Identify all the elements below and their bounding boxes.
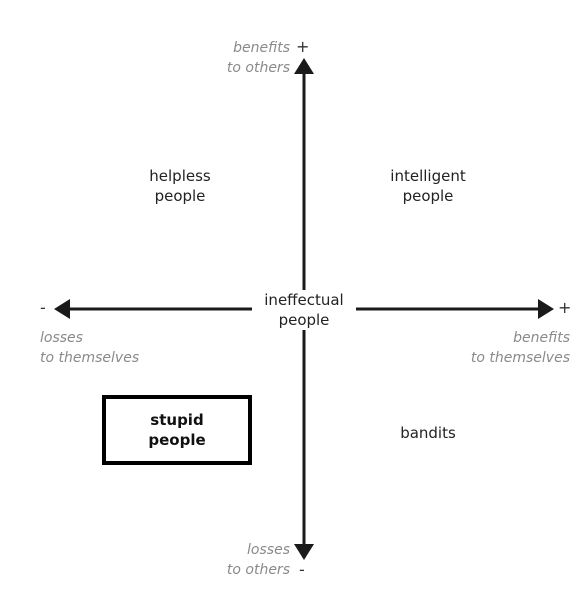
quadrant-stupid-people: stupid people — [148, 410, 205, 450]
y-axis-top-line1: benefits — [233, 40, 290, 56]
arrow-up-icon — [294, 58, 314, 74]
y-axis-bottom-label: losses to others — [214, 540, 314, 580]
quadrant-bottom-right-line1: bandits — [400, 424, 456, 442]
y-axis-top-line2: to others — [226, 60, 290, 76]
arrow-right-icon — [538, 299, 554, 319]
y-axis-minus-sign: - — [299, 560, 305, 579]
x-axis-left-line1: losses — [40, 330, 83, 346]
arrow-down-icon — [294, 544, 314, 560]
y-axis-plus-sign: + — [296, 37, 310, 56]
x-axis-minus-sign: - — [40, 298, 46, 317]
quadrant-top-right-line2: people — [402, 187, 454, 205]
x-axis-left-line2: to themselves — [40, 350, 140, 366]
y-axis-top-label: benefits to others — [214, 38, 314, 78]
quadrant-helpless-people: helpless people — [120, 166, 240, 206]
x-axis-left-label: losses to themselves — [40, 328, 139, 368]
quadrant-top-left-line2: people — [154, 187, 206, 205]
center-line2: people — [278, 311, 330, 329]
quadrant-intelligent-people: intelligent people — [366, 166, 490, 206]
center-ineffectual-people: ineffectual people — [252, 290, 356, 330]
x-axis-right-line1: benefits — [513, 330, 570, 346]
y-axis-bottom-line1: losses — [247, 542, 290, 558]
stupid-people-highlight-box: stupid people — [102, 395, 252, 465]
x-axis-right-line2: to themselves — [470, 350, 570, 366]
quadrant-bottom-left-line2: people — [148, 431, 206, 449]
quadrant-bandits: bandits — [380, 423, 476, 443]
quadrant-bottom-left-line1: stupid — [150, 411, 204, 429]
x-axis-right-label: benefits to themselves — [440, 328, 570, 368]
center-line1: ineffectual — [264, 291, 344, 309]
arrow-left-icon — [54, 299, 70, 319]
quadrant-top-right-line1: intelligent — [390, 167, 466, 185]
quadrant-top-left-line1: helpless — [149, 167, 211, 185]
y-axis-bottom-line2: to others — [226, 562, 290, 578]
x-axis-plus-sign: + — [558, 298, 572, 317]
